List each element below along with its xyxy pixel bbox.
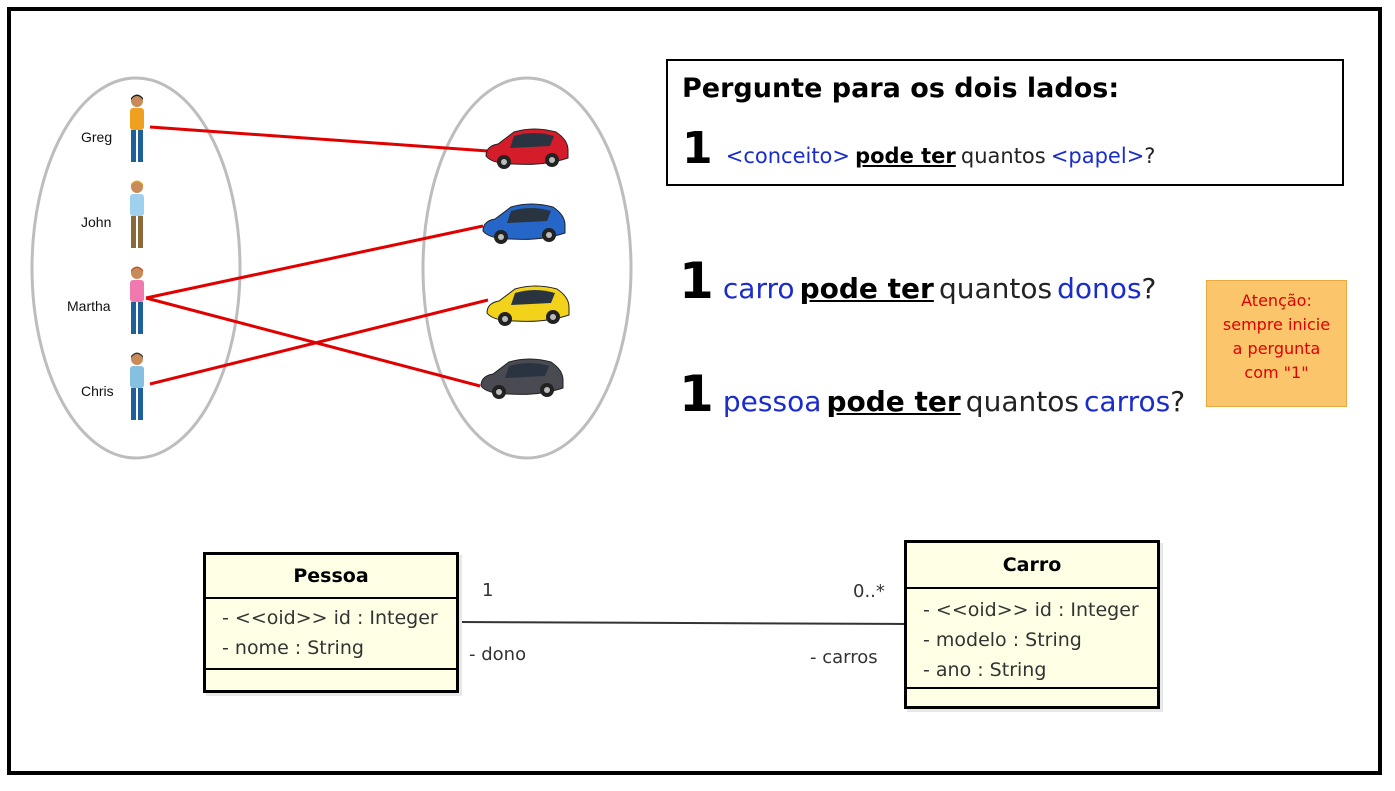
note-line: com "1": [1244, 363, 1309, 382]
note-line: Atenção:: [1241, 291, 1312, 310]
attention-note: Atenção: sempre inicie a pergunta com "1…: [1206, 280, 1347, 407]
how-many-text: quantos: [960, 144, 1046, 168]
person-label-chris: Chris: [81, 383, 114, 399]
car-gray: [480, 358, 564, 399]
note-line: a pergunta: [1232, 339, 1321, 358]
can-have-text: pode ter: [855, 144, 956, 168]
person-hair: [131, 94, 143, 100]
person-shirt: [130, 366, 144, 388]
question-mark: ?: [1144, 144, 1156, 168]
person-leg: [138, 302, 143, 334]
car-window: [507, 208, 551, 223]
person-hair: [131, 180, 143, 186]
person-figure-john: [130, 180, 144, 248]
uml-attribute: - modelo : String: [923, 629, 1082, 651]
question-mark: ?: [1141, 272, 1157, 305]
person-leg: [131, 302, 136, 334]
car-window: [505, 363, 549, 378]
right-multiplicity: 0..*: [853, 581, 885, 602]
question-subject: pessoa: [722, 385, 822, 418]
question-mark: ?: [1170, 385, 1186, 418]
number-one: 1: [679, 252, 714, 310]
link-greg-car1: [149, 125, 489, 153]
cars-set-ellipse: [421, 76, 633, 460]
uml-class-name: Pessoa: [206, 555, 456, 599]
question-car-owners: 1 carro pode ter quantos donos?: [679, 252, 1156, 310]
left-multiplicity: 1: [482, 580, 494, 601]
car-hubcap: [549, 157, 555, 163]
person-shirt: [130, 194, 144, 216]
uml-class-carro: Carro - <<oid>> id : Integer - modelo : …: [904, 540, 1160, 709]
uml-attributes: - <<oid>> id : Integer - nome : String: [206, 599, 456, 670]
question-box-title: Pergunte para os dois lados:: [682, 73, 1120, 104]
how-many-text: quantos: [938, 272, 1053, 305]
question-subject: carro: [722, 272, 795, 305]
car-red: [485, 128, 569, 169]
uml-attribute: - ano : String: [923, 659, 1047, 681]
uml-attribute: - <<oid>> id : Integer: [222, 607, 438, 629]
car-hubcap: [496, 389, 502, 395]
person-leg: [131, 216, 136, 248]
can-have-text: pode ter: [799, 272, 934, 305]
car-hubcap: [544, 387, 550, 393]
person-head: [131, 353, 143, 365]
car-hubcap: [550, 314, 556, 320]
car-window: [511, 290, 555, 305]
person-leg: [138, 388, 143, 420]
person-head: [131, 95, 143, 107]
car-yellow: [486, 285, 570, 326]
person-hair: [131, 352, 143, 358]
uml-class-name: Carro: [907, 543, 1157, 589]
person-figure-greg: [130, 94, 144, 162]
person-leg: [138, 130, 143, 162]
can-have-text: pode ter: [826, 385, 961, 418]
car-window: [510, 133, 554, 148]
uml-attributes: - <<oid>> id : Integer - modelo : String…: [907, 589, 1157, 689]
concept-placeholder: <conceito>: [725, 144, 850, 168]
uml-attribute: - nome : String: [222, 637, 364, 659]
person-leg: [131, 130, 136, 162]
role-placeholder: <papel>: [1050, 144, 1145, 168]
link-martha-car2: [145, 224, 484, 300]
person-figure-chris: [130, 352, 144, 420]
uml-class-pessoa: Pessoa - <<oid>> id : Integer - nome : S…: [203, 552, 459, 693]
people-set-ellipse: [30, 76, 242, 460]
person-label-john: John: [81, 214, 112, 230]
number-one: 1: [679, 365, 714, 423]
person-head: [131, 267, 143, 279]
uml-association-line: [457, 621, 906, 625]
car-hubcap: [546, 232, 552, 238]
person-shirt: [130, 280, 144, 302]
person-figure-martha: [130, 266, 144, 334]
how-many-text: quantos: [965, 385, 1079, 418]
question-template-line: 1 <conceito> pode ter quantos <papel>?: [682, 123, 1155, 174]
person-head: [131, 181, 143, 193]
person-leg: [131, 388, 136, 420]
person-leg: [138, 216, 143, 248]
link-chris-car3: [149, 298, 489, 386]
question-object: carros: [1084, 385, 1171, 418]
car-blue: [482, 203, 566, 244]
uml-attribute: - <<oid>> id : Integer: [923, 599, 1139, 621]
left-role: - dono: [469, 644, 527, 665]
question-box: Pergunte para os dois lados: 1 <conceito…: [666, 59, 1344, 186]
car-hubcap: [498, 234, 504, 240]
person-label-greg: Greg: [81, 129, 113, 145]
question-object: donos: [1057, 272, 1142, 305]
car-hubcap: [502, 316, 508, 322]
note-line: sempre inicie: [1222, 315, 1331, 334]
car-hubcap: [501, 159, 507, 165]
question-person-cars: 1 pessoa pode ter quantos carros?: [679, 365, 1185, 423]
number-one: 1: [682, 123, 713, 174]
person-shirt: [130, 108, 144, 130]
person-label-martha: Martha: [67, 298, 111, 314]
person-hair: [131, 266, 143, 272]
right-role: - carros: [810, 647, 878, 668]
